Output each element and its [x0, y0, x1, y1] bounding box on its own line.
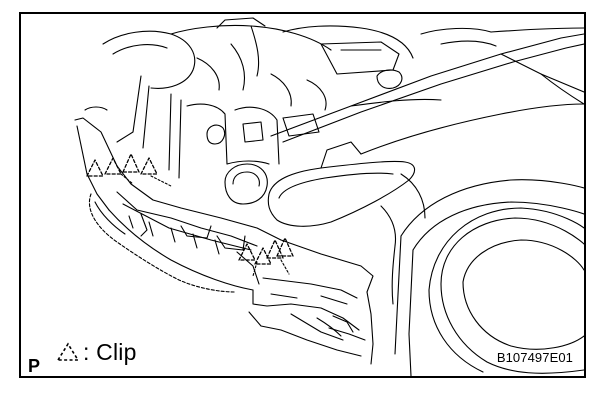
- clip-marker-icon: [266, 239, 284, 259]
- front-bumper: [74, 117, 374, 365]
- clip-markers: [86, 153, 294, 265]
- figure-code: B107497E01: [496, 350, 573, 365]
- clip-leader-lines: [120, 173, 290, 277]
- clip-legend-label: : Clip: [83, 339, 137, 365]
- engine-bay-components: [84, 17, 497, 179]
- front-bumper-removal-drawing: [74, 17, 584, 376]
- clip-marker-icon: [238, 243, 256, 261]
- diagram-frame: : Clip P B107497E01: [19, 12, 586, 378]
- clip-marker-icon: [254, 247, 272, 265]
- clip-marker-icon: [104, 157, 122, 175]
- clip-marker-icon: [276, 237, 294, 257]
- clip-marker-icon: [122, 153, 140, 173]
- dashed-triangle-clip-icon: [56, 342, 80, 361]
- headlight-assembly: [224, 141, 416, 227]
- bumper-edge-dashed: [89, 193, 236, 293]
- clip-legend: : Clip: [55, 339, 137, 365]
- corner-letter: P: [28, 356, 41, 376]
- clip-marker-icon: [86, 159, 104, 177]
- fender-and-wheel: [360, 27, 584, 376]
- clip-marker-icon: [140, 157, 158, 175]
- hood-outline: [270, 33, 584, 143]
